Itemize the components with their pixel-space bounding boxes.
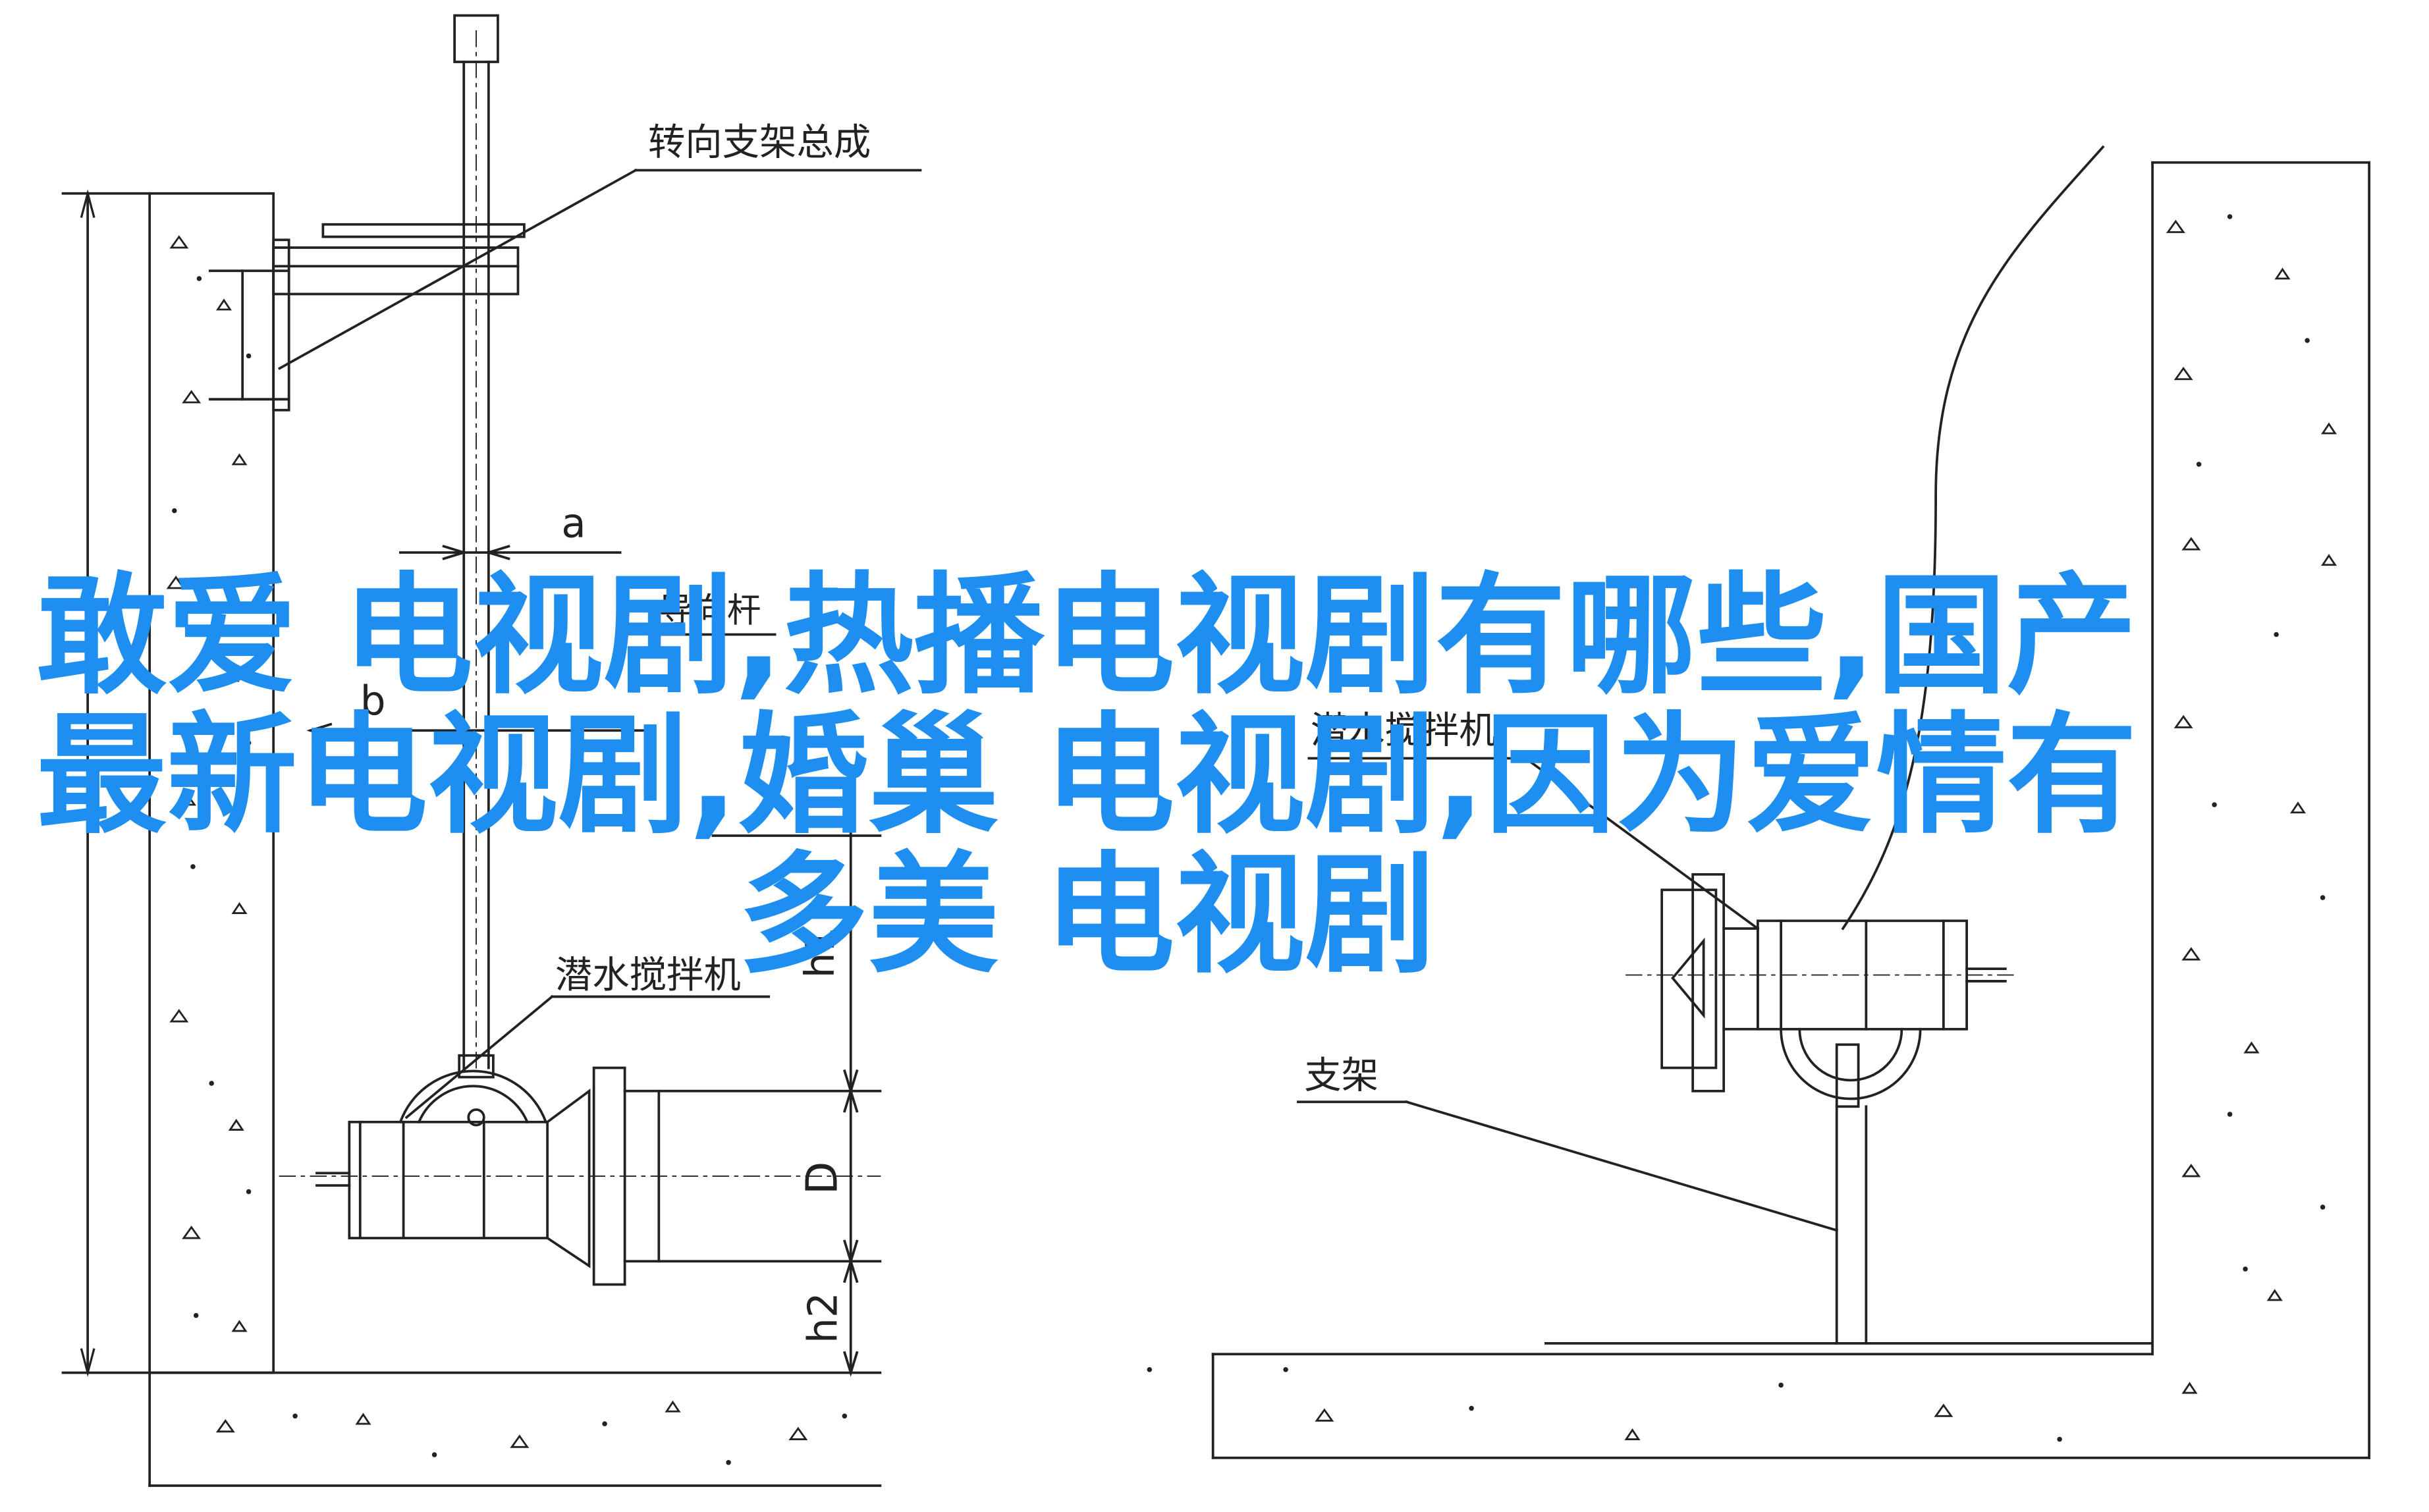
overlay-title: 敢爱 电视剧,热播电视剧有哪些,国产最新电视剧,婚巢 电视剧,因为爱情有多美 电… xyxy=(36,560,2137,991)
dim-b-text: b xyxy=(360,678,386,725)
right-mixer xyxy=(1625,873,2014,1345)
dim-D-text: D xyxy=(797,1162,848,1195)
dim-h1-text: h1 xyxy=(797,927,844,979)
dimension-a xyxy=(398,545,622,560)
leader-steering-bracket xyxy=(278,168,922,370)
label-support: 支架 xyxy=(1304,1054,1378,1097)
left-mixer xyxy=(279,1054,882,1286)
lifting-cable xyxy=(1841,145,2105,931)
guide-rod-assembly xyxy=(208,14,526,1069)
overall-height-dimension xyxy=(61,189,151,1377)
vertical-dimensions xyxy=(711,803,882,1377)
label-steering-bracket: 转向支架总成 xyxy=(648,121,871,164)
dim-a-text: a xyxy=(561,500,586,547)
label-mixer-left: 潜水搅拌机 xyxy=(555,954,741,996)
dim-h2-text: h2 xyxy=(800,1292,847,1343)
left-wall xyxy=(148,192,882,1487)
leader-mixer-left xyxy=(404,994,771,1120)
label-guide-rod: 导向杆 xyxy=(659,591,761,631)
leader-mixer-right xyxy=(1307,756,1760,931)
leader-support xyxy=(1297,1100,1839,1232)
label-mixer-right: 潜水搅拌机 xyxy=(1311,709,1496,752)
right-wall xyxy=(1147,161,2371,1459)
dimension-b xyxy=(306,722,653,738)
